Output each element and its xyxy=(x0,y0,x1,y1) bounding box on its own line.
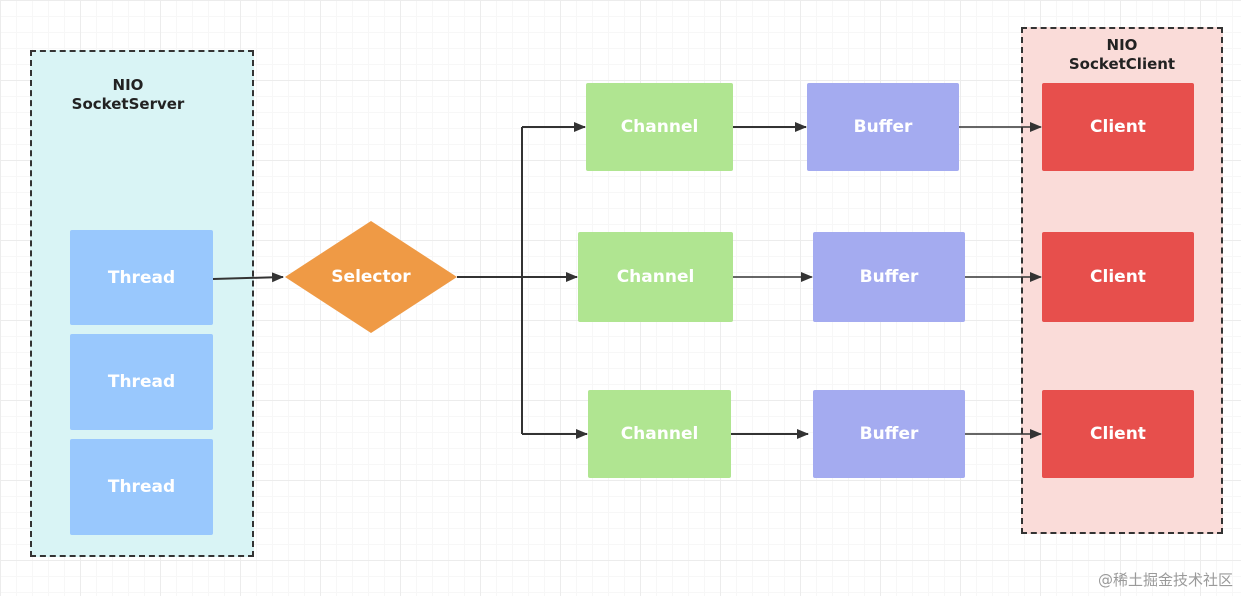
client-box: Client xyxy=(1042,390,1194,478)
socket-client-title-line2: SocketClient xyxy=(1068,55,1176,73)
selector-diamond xyxy=(285,221,457,333)
thread-box: Thread xyxy=(70,230,213,325)
client-box: Client xyxy=(1042,232,1194,322)
buffer-box: Buffer xyxy=(813,232,965,322)
channel-box: Channel xyxy=(578,232,733,322)
thread-box: Thread xyxy=(70,334,213,430)
selector-label: Selector xyxy=(331,267,411,287)
client-box: Client xyxy=(1042,83,1194,171)
edge-thread-selector xyxy=(212,272,284,283)
channel-box: Channel xyxy=(586,83,733,171)
buffer-box: Buffer xyxy=(813,390,965,478)
thread-box: Thread xyxy=(70,439,213,535)
socket-server-title-line1: NIO xyxy=(112,76,144,94)
socket-client-title-line1: NIO xyxy=(1106,36,1138,54)
socket-client-title: NIO SocketClient xyxy=(1021,36,1223,74)
channel-box: Channel xyxy=(588,390,731,478)
buffer-box: Buffer xyxy=(807,83,959,171)
socket-server-title-line2: SocketServer xyxy=(71,95,185,113)
watermark: @稀土掘金技术社区 xyxy=(1097,571,1233,589)
socket-server-title: NIO SocketServer xyxy=(40,76,216,114)
